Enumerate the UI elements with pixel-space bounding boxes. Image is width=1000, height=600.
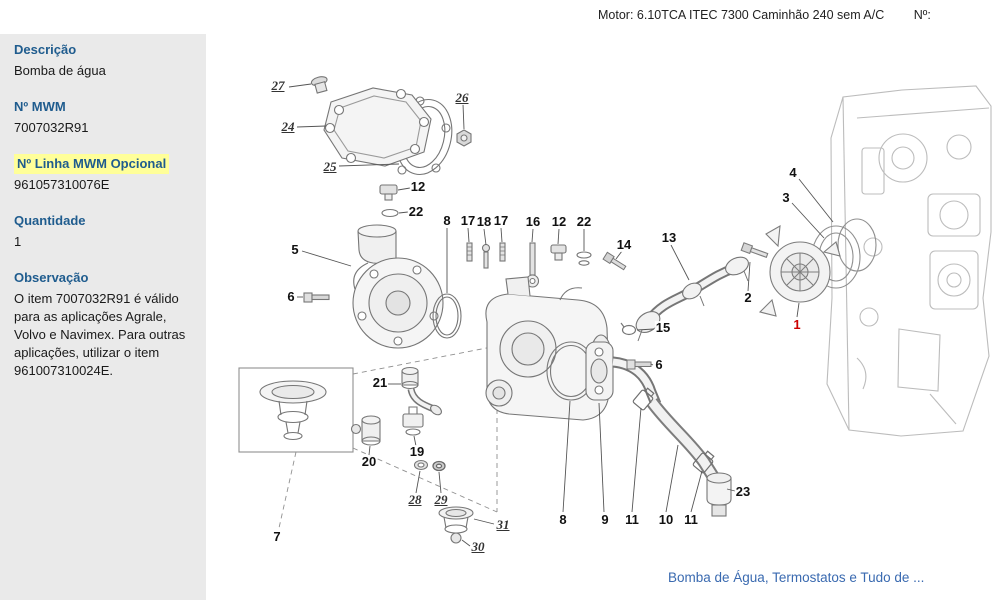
cover-plate-assembly <box>310 76 472 175</box>
clamp-11b <box>692 450 715 474</box>
part-label-12[interactable]: 12 <box>409 179 427 194</box>
bolt-6a <box>303 292 330 303</box>
sidebar-label-n-mwm: Nº MWM <box>14 99 66 114</box>
thermostat-7 <box>259 380 327 441</box>
plug-12a <box>379 184 398 201</box>
category-link[interactable]: Bomba de Água, Termostatos e Tudo de ... <box>668 570 925 585</box>
oring-4 <box>837 218 877 272</box>
part-label-15[interactable]: 15 <box>654 320 672 335</box>
manifold-13 <box>635 256 749 342</box>
part-label-3[interactable]: 3 <box>781 190 791 205</box>
motor-info: Motor: 6.10TCA ITEC 7300 Caminhão 240 se… <box>598 8 931 22</box>
engine-block <box>826 85 992 437</box>
oring-22a <box>381 208 399 218</box>
sidebar-value-observacao: O item 7007032R91 é válido para as aplic… <box>14 291 186 378</box>
sidebar-section-n-mwm: Nº MWM 7007032R91 <box>14 97 194 137</box>
sidebar-section-quantidade: Quantidade 1 <box>14 211 194 251</box>
part-label-10[interactable]: 10 <box>657 512 675 527</box>
part-label-21[interactable]: 21 <box>371 375 389 390</box>
part-label-6[interactable]: 6 <box>286 289 296 304</box>
bolt-14 <box>602 251 627 271</box>
leader-lines <box>288 83 834 547</box>
sidebar-label-observacao: Observação <box>14 270 89 285</box>
part-label-25[interactable]: 25 <box>322 159 338 174</box>
part-label-19[interactable]: 19 <box>408 444 426 459</box>
fitting-19 <box>402 406 424 436</box>
pump-housing-group <box>303 184 462 349</box>
part-label-28[interactable]: 28 <box>407 492 423 507</box>
part-label-24[interactable]: 24 <box>280 119 296 134</box>
sidebar-section-descricao: Descrição Bomba de água <box>14 40 194 80</box>
plug-12b <box>550 244 567 261</box>
thermostat-housing-group <box>485 276 613 421</box>
sidebar-label-n-linha-mwm-opcional: Nº Linha MWM Opcional <box>14 154 170 174</box>
bolt-2 <box>740 242 769 259</box>
number-label: Nº: <box>913 8 931 22</box>
outlet-elbow-9 <box>585 341 662 407</box>
fitting-23 <box>706 472 732 517</box>
part-label-8[interactable]: 8 <box>442 213 452 228</box>
pump-body-1 <box>758 224 841 317</box>
water-pump-assembly <box>740 218 877 317</box>
sidebar-value-n-mwm: 7007032R91 <box>14 120 89 135</box>
part-label-1[interactable]: 1 <box>792 317 802 332</box>
washer-28 <box>413 459 429 471</box>
part-label-26[interactable]: 26 <box>454 90 470 105</box>
cover-plate-24 <box>323 87 432 167</box>
valve-20 <box>350 415 381 446</box>
motor-label: Motor: 6.10TCA ITEC 7300 Caminhão 240 se… <box>598 8 885 22</box>
plug-27 <box>310 76 328 94</box>
sidebar-label-quantidade: Quantidade <box>14 213 86 228</box>
part-label-11[interactable]: 11 <box>624 512 640 527</box>
part-label-9[interactable]: 9 <box>600 512 610 527</box>
sidebar-value-n-linha-mwm-opcional: 961057310076E <box>14 177 110 192</box>
fitting-21 <box>401 366 442 416</box>
thermostat-31-30 <box>438 506 474 544</box>
stud-17a <box>466 242 473 262</box>
part-label-6[interactable]: 6 <box>654 357 664 372</box>
part-label-7[interactable]: 7 <box>272 529 282 544</box>
part-label-5[interactable]: 5 <box>290 242 300 257</box>
part-label-16[interactable]: 16 <box>524 214 542 229</box>
part-label-14[interactable]: 14 <box>615 237 633 252</box>
part-label-2[interactable]: 2 <box>743 290 753 305</box>
studs-group <box>466 242 592 288</box>
part-label-31[interactable]: 31 <box>495 517 511 532</box>
part-label-12[interactable]: 12 <box>550 214 568 229</box>
nut-26 <box>456 129 472 147</box>
washer-29 <box>432 460 446 472</box>
part-label-17[interactable]: 17 <box>459 213 477 228</box>
part-label-29[interactable]: 29 <box>433 492 449 507</box>
sidebar-label-descricao: Descrição <box>14 42 77 57</box>
part-label-22[interactable]: 22 <box>575 214 593 229</box>
clip-15 <box>620 322 637 336</box>
seal-22b <box>576 251 592 266</box>
part-label-27[interactable]: 27 <box>270 78 286 93</box>
part-label-4[interactable]: 4 <box>788 165 798 180</box>
sidebar-value-quantidade: 1 <box>14 234 22 249</box>
part-label-22[interactable]: 22 <box>407 204 425 219</box>
stud-17b <box>499 242 506 262</box>
stud-18 <box>481 243 491 269</box>
sidebar-section-n-linha-mwm-opcional: Nº Linha MWM Opcional 961057310076E <box>14 154 194 194</box>
clamp-11a <box>632 387 655 411</box>
hose-10 <box>646 398 720 482</box>
part-label-30[interactable]: 30 <box>470 539 486 554</box>
part-label-8[interactable]: 8 <box>558 512 568 527</box>
part-label-23[interactable]: 23 <box>734 484 752 499</box>
part-label-18[interactable]: 18 <box>475 214 493 229</box>
fitting-16 <box>525 242 540 288</box>
sidebar-section-observacao: Observação O item 7007032R91 é válido pa… <box>14 268 194 380</box>
part-label-17[interactable]: 17 <box>492 213 510 228</box>
part-label-20[interactable]: 20 <box>360 454 378 469</box>
sidebar-value-descricao: Bomba de água <box>14 63 106 78</box>
part-label-11[interactable]: 11 <box>683 512 699 527</box>
part-label-13[interactable]: 13 <box>660 230 678 245</box>
oring-8a <box>432 293 462 339</box>
pump-housing-5 <box>352 224 444 349</box>
info-sidebar: Descrição Bomba de água Nº MWM 7007032R9… <box>0 34 206 600</box>
